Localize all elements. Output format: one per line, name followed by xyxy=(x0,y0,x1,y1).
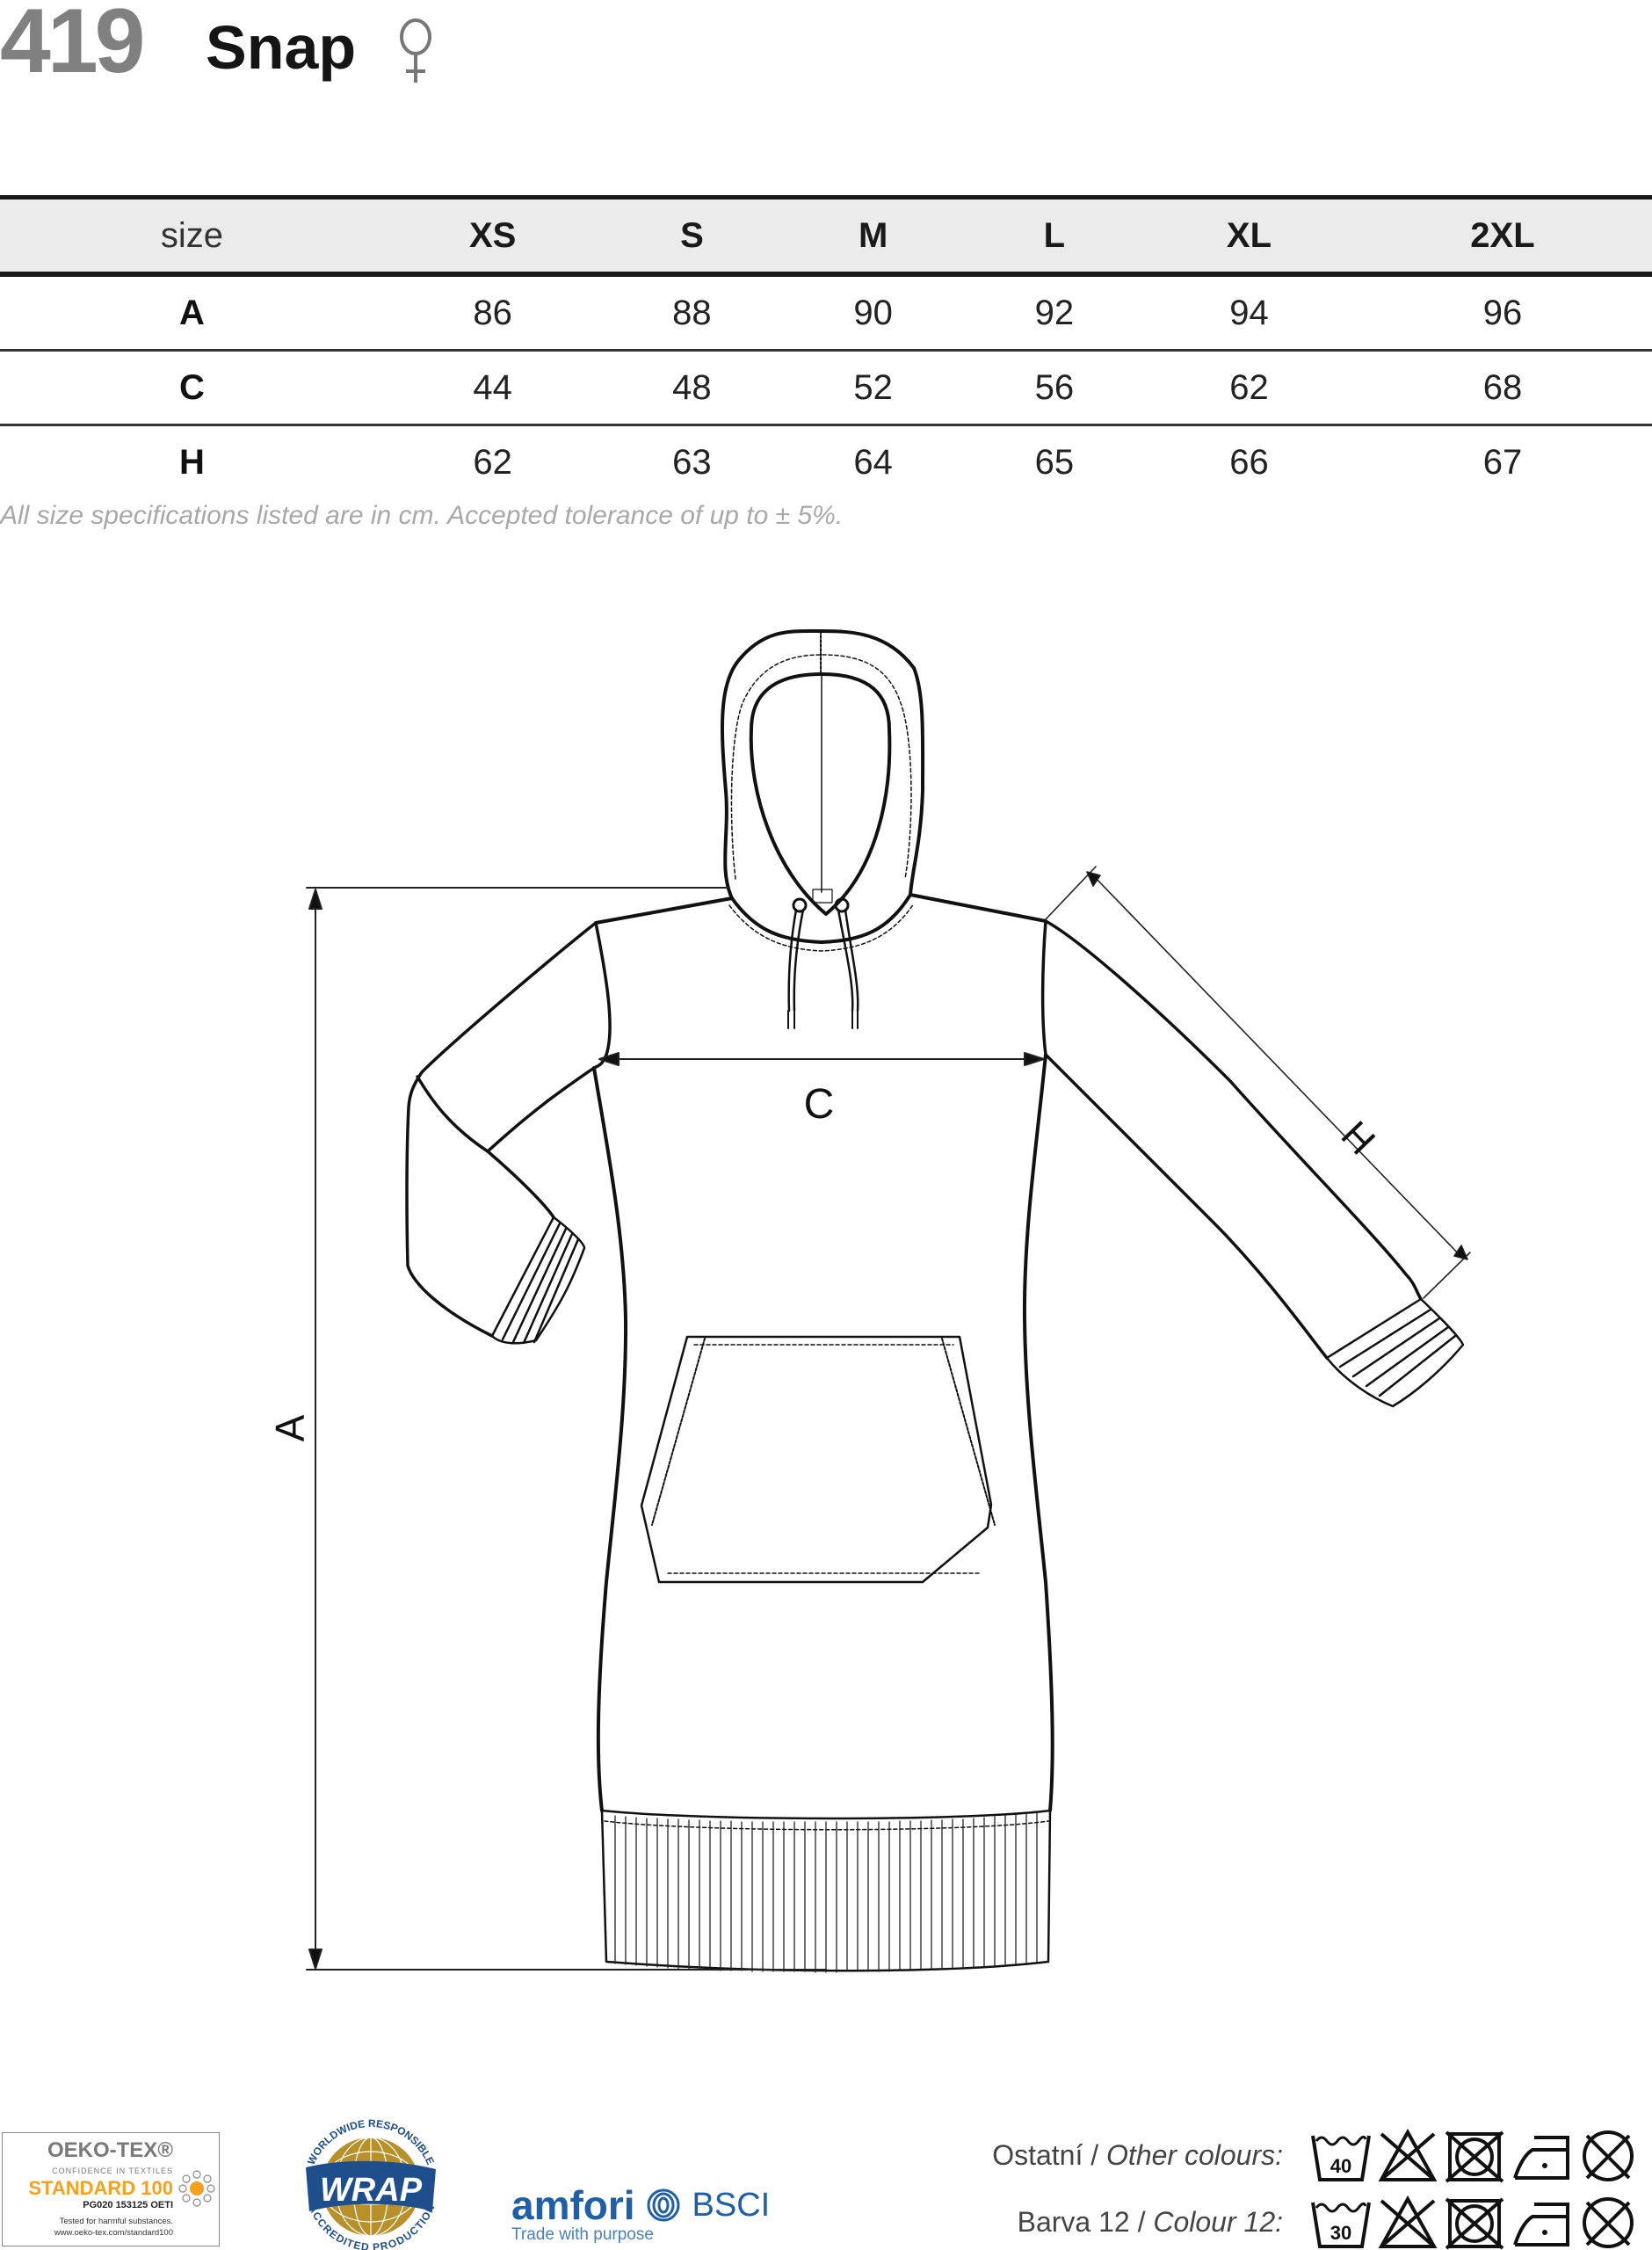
label-h: H xyxy=(1333,1113,1383,1163)
wash-30-icon: 30 xyxy=(1311,2202,1371,2248)
table-cell: 86 xyxy=(384,274,602,352)
iron-low-icon xyxy=(1513,2136,1569,2180)
row-label: C xyxy=(0,350,384,426)
amfori-brand: amfori xyxy=(511,2182,635,2228)
table-row: C 44 48 52 56 62 68 xyxy=(0,350,1652,426)
header-cell: S xyxy=(601,195,783,277)
body-left-side xyxy=(592,1066,628,1812)
care-label-other-colours: Ostatní / Other colours: xyxy=(992,2139,1283,2172)
no-tumble-dry-icon xyxy=(1445,2197,1504,2250)
label-c: C xyxy=(804,1081,835,1128)
table-cell: 94 xyxy=(1145,274,1353,352)
amfori-bsci: BSCI xyxy=(692,2186,771,2224)
hood-opening xyxy=(749,672,892,916)
care-label-cs: Barva 12 / xyxy=(1017,2206,1146,2238)
table-cell: 63 xyxy=(672,442,712,482)
oekotex-line1: Tested for harmful substances. xyxy=(59,2217,173,2226)
table-cell: 62 xyxy=(1145,350,1353,426)
footer: OEKO-TEX® CONFIDENCE IN TEXTILES STANDAR… xyxy=(0,2109,1652,2250)
table-cell: 56 xyxy=(963,350,1145,426)
table-cell: 48 xyxy=(601,350,783,426)
row-label: A xyxy=(0,274,384,352)
table-cell: 66 xyxy=(1229,442,1269,482)
table-cell: 65 xyxy=(1034,442,1075,482)
no-dry-clean-icon xyxy=(1583,2130,1634,2181)
oekotex-title: OEKO-TEX® xyxy=(47,2138,173,2162)
dimension-a xyxy=(306,887,827,1971)
no-bleach-icon xyxy=(1378,2129,1438,2181)
body-right-side xyxy=(1022,1053,1054,1812)
no-tumble-dry-icon xyxy=(1445,2130,1504,2183)
svg-text:40: 40 xyxy=(1330,2155,1351,2177)
table-cell: 96 xyxy=(1352,274,1652,352)
oekotex-line2: www.oeko-tex.com/standard100 xyxy=(54,2228,173,2238)
table-cell: 44 xyxy=(384,350,602,426)
garment-diagram: A C H xyxy=(267,628,1471,1973)
care-label-en: Colour 12: xyxy=(1153,2206,1283,2238)
table-row: A 86 88 90 92 94 96 xyxy=(0,274,1652,352)
dimension-c xyxy=(598,1052,1045,1066)
amfori-tagline: Trade with purpose xyxy=(511,2225,654,2244)
care-symbols-row: 30 xyxy=(1309,2196,1652,2250)
amfori-logo: amfori BSCI Trade with purpose xyxy=(511,2181,770,2245)
row-label: H xyxy=(179,442,205,482)
size-header-row: size XS S M L XL 2XL xyxy=(0,195,1652,277)
table-cell: 88 xyxy=(601,274,783,352)
wash-40-icon: 40 xyxy=(1311,2135,1371,2181)
header-cell: XL xyxy=(1145,195,1353,277)
right-cuff xyxy=(1325,1297,1465,1408)
left-cuff xyxy=(490,1216,586,1345)
no-dry-clean-icon xyxy=(1583,2197,1634,2248)
header-cell: XS xyxy=(384,195,602,277)
size-note: All size specifications listed are in cm… xyxy=(0,501,844,530)
left-sleeve xyxy=(405,921,598,1338)
wrap-text: WRAP xyxy=(320,2172,423,2209)
wrap-logo: WRAP WORLDWIDE RESPONSIBLE ACCREDITED PR… xyxy=(305,2117,437,2250)
table-cell: 90 xyxy=(782,274,964,352)
label-a: A xyxy=(267,1414,313,1441)
table-cell: 92 xyxy=(963,274,1145,352)
table-row: H 62 63 64 65 66 67 xyxy=(0,425,1652,499)
right-sleeve xyxy=(1044,919,1423,1301)
svg-text:30: 30 xyxy=(1330,2222,1351,2244)
oekotex-subtitle: CONFIDENCE IN TEXTILES xyxy=(52,2167,173,2175)
model-name: Snap xyxy=(206,13,357,82)
header-cell: size xyxy=(0,195,384,277)
oekotex-code: PG020 153125 OETI xyxy=(83,2200,173,2210)
header: 419 Snap xyxy=(0,0,1652,97)
model-number: 419 xyxy=(0,0,146,92)
size-table: size XS S M L XL 2XL A 86 88 90 92 94 96… xyxy=(0,195,1652,498)
care-label-cs: Ostatní / xyxy=(992,2139,1099,2171)
care-symbols-row: 40 xyxy=(1309,2129,1652,2183)
care-label-en: Other colours: xyxy=(1106,2139,1283,2171)
table-cell: 62 xyxy=(473,442,512,482)
iron-low-icon xyxy=(1513,2203,1569,2246)
table-cell: 67 xyxy=(1482,442,1523,482)
header-cell: L xyxy=(963,195,1145,277)
oekotex-logo: OEKO-TEX® CONFIDENCE IN TEXTILES STANDAR… xyxy=(2,2132,220,2246)
amfori-swirl-icon xyxy=(647,2188,680,2222)
oekotex-flower-icon xyxy=(178,2170,215,2207)
no-bleach-icon xyxy=(1378,2196,1438,2248)
dimension-h xyxy=(1045,866,1471,1299)
table-cell: 68 xyxy=(1352,350,1652,426)
female-symbol-icon xyxy=(400,18,431,83)
table-cell: 52 xyxy=(782,350,964,426)
care-label-colour-12: Barva 12 / Colour 12: xyxy=(1018,2206,1283,2239)
header-cell: 2XL xyxy=(1352,195,1652,277)
header-cell: M xyxy=(782,195,964,277)
oekotex-standard: STANDARD 100 xyxy=(28,2177,173,2199)
kangaroo-pocket xyxy=(640,1335,996,1584)
table-cell: 64 xyxy=(853,442,893,482)
